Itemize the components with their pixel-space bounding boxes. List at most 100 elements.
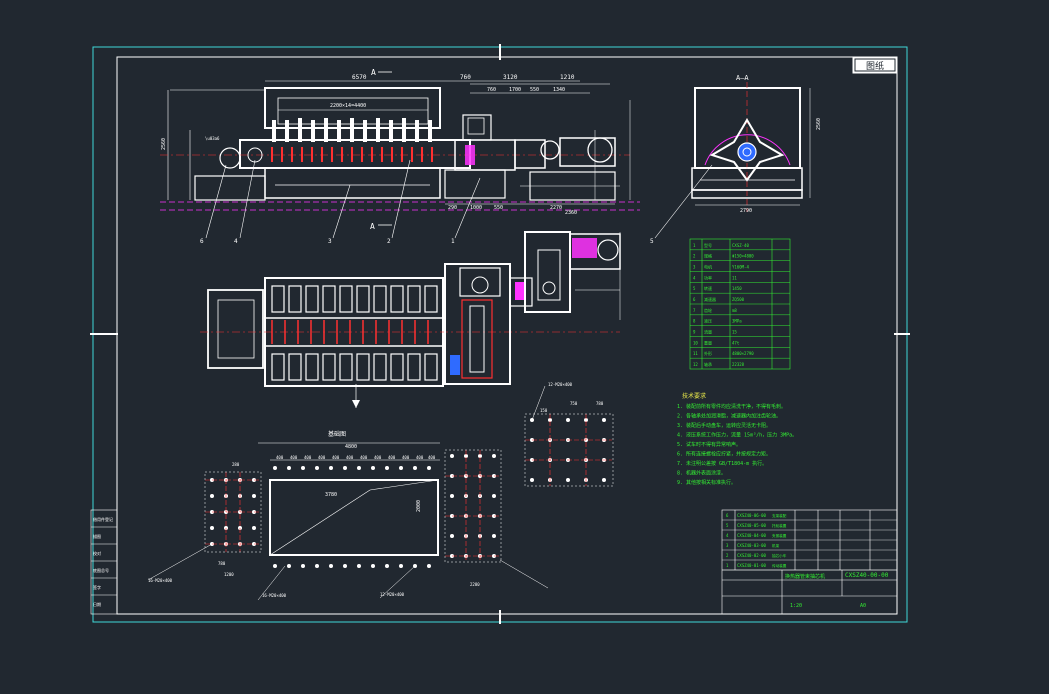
foundation-dim-left-total: 1200	[224, 572, 234, 577]
front-dim-top-0: 6570	[352, 74, 367, 81]
param-cell-no: 1	[693, 243, 696, 248]
front-dim-mid-3: 1340	[553, 87, 565, 93]
foundation-leaders	[147, 385, 549, 601]
pit-height: 2000	[416, 500, 422, 512]
param-cell-no: 11	[693, 351, 698, 356]
pit-width: 3780	[325, 492, 337, 498]
param-cell-name: 流量	[704, 329, 712, 335]
part-no: 4	[726, 533, 729, 538]
revision-label: 借用件登记	[93, 516, 113, 522]
plan-view	[200, 231, 621, 408]
foundation-dim-right-b: 780	[596, 401, 604, 406]
param-cell-value: 4800×2790	[732, 351, 754, 356]
front-dim-mid-2: 550	[530, 87, 539, 93]
bolt-dim-4: 400	[332, 455, 340, 460]
front-dim-bottom-3: 2270	[550, 205, 562, 211]
param-cell-value: 22328	[732, 362, 745, 367]
bolt-dim-8: 400	[388, 455, 396, 460]
bolt-dim-9: 400	[402, 455, 410, 460]
tech-line: 7. 未注明公差按 GB/T1804-m 执行。	[677, 460, 767, 467]
param-cell-no: 6	[693, 297, 696, 302]
param-cell-name: 减速器	[704, 296, 716, 302]
param-cell-name: 重量	[704, 339, 712, 345]
foundation-dim-right-d: 2280	[470, 582, 480, 587]
part-number-4: 4	[234, 238, 238, 245]
tech-lines: 1. 装配前所有零件均应清洗干净，不得有毛刺。2. 各轴承处加润滑脂，减速器内加…	[677, 403, 797, 486]
revision-label: 描图	[93, 533, 101, 539]
bolt-dim-2: 400	[304, 455, 312, 460]
side-dim-right: 2560	[816, 118, 822, 130]
param-cell-no: 12	[693, 362, 698, 367]
title-drawing-no: CXSZ40-00-00	[845, 572, 889, 579]
part-name: 传动装置	[772, 563, 787, 568]
tech-line: 8. 机器外表面涂漆。	[677, 470, 726, 477]
param-cell-value: 1450	[732, 286, 742, 291]
param-cell-name: 外形	[704, 350, 712, 356]
front-section-bottom: A	[370, 222, 375, 231]
foundation-note-b: 16-M20×400	[262, 593, 287, 598]
front-dim-mid-0: 760	[487, 87, 496, 93]
tech-line: 6. 所有连接螺栓应拧紧，并按规定力矩。	[677, 451, 771, 458]
tech-line: 5. 试车时不得有异常响声。	[677, 441, 741, 448]
bolt-dim-5: 400	[346, 455, 354, 460]
param-cell-value: 11	[732, 275, 737, 280]
part-code: CXSZ40-05-00	[737, 523, 766, 528]
part-name: 支架装配	[772, 513, 787, 518]
part-name: 夹紧装置	[772, 533, 787, 538]
part-leaders	[205, 159, 481, 239]
front-dim-bottom-2: 550	[494, 205, 503, 211]
part-name: 机架	[772, 543, 780, 548]
side-part-number: 5	[650, 238, 654, 245]
part-code: CXSZ40-01-00	[737, 563, 766, 568]
foundation-dim-left-bottom: 780	[218, 561, 226, 566]
title-scale: 1:20	[790, 603, 802, 609]
stamp-label: 图纸	[866, 60, 884, 72]
param-cell-value: CXSZ-40	[732, 243, 749, 248]
svg-text:\u03a6: \u03a6	[205, 136, 220, 141]
part-no: 5	[726, 523, 729, 528]
param-cell-no: 10	[693, 340, 698, 345]
part-name: 抽芯小车	[772, 553, 787, 558]
part-no: 6	[726, 513, 729, 518]
param-cell-no: 2	[693, 254, 696, 259]
foundation-dim-total: 4800	[345, 444, 357, 450]
bolt-dim-11: 400	[428, 455, 436, 460]
foundation-plan: 基础图 4800 400 400 400 400 400 400 400 400…	[147, 382, 614, 601]
part-code: CXSZ40-06-00	[737, 513, 766, 518]
tech-requirements: 技术要求 1. 装配前所有零件均应清洗干净，不得有毛刺。2. 各轴承处加润滑脂，…	[677, 392, 797, 486]
revision-label: 校对	[93, 550, 101, 556]
param-cell-name: 轴承	[704, 361, 712, 367]
param-cell-no: 8	[693, 319, 696, 324]
param-cell-value: 3MPa	[732, 319, 742, 324]
foundation-dim-right-c: 150	[540, 408, 548, 413]
param-cell-name: 型号	[704, 242, 712, 248]
revision-label: 底图总号	[93, 567, 109, 573]
param-cell-name: 转速	[704, 285, 712, 291]
part-no: 2	[726, 553, 729, 558]
side-view-title: A—A	[736, 74, 749, 82]
bolt-dim-6: 400	[360, 455, 368, 460]
front-dim-mid-1: 1700	[509, 87, 521, 93]
bolt-dim-1: 400	[290, 455, 298, 460]
tech-line: 9. 其他按相关标准执行。	[677, 479, 736, 486]
part-number-3: 3	[328, 238, 332, 245]
front-dim-bottom-0: 290	[448, 205, 457, 211]
part-number-6: 6	[200, 238, 204, 245]
revision-label: 日期	[93, 601, 101, 607]
revision-block	[90, 509, 118, 615]
front-section-mark: A	[371, 68, 376, 77]
revision-label: 签字	[93, 584, 101, 590]
foundation-note-a: 16-M20×400	[148, 578, 173, 583]
red-marks	[271, 147, 433, 162]
param-cell-name: 功率	[704, 274, 712, 280]
part-no: 1	[726, 563, 729, 568]
pin-row	[272, 118, 432, 142]
param-cell-name: 液压	[704, 318, 712, 324]
drawing-stamp: 图纸	[852, 56, 898, 74]
foundation-note-d: 12-M20×400	[548, 382, 573, 387]
param-cell-no: 9	[693, 330, 696, 335]
